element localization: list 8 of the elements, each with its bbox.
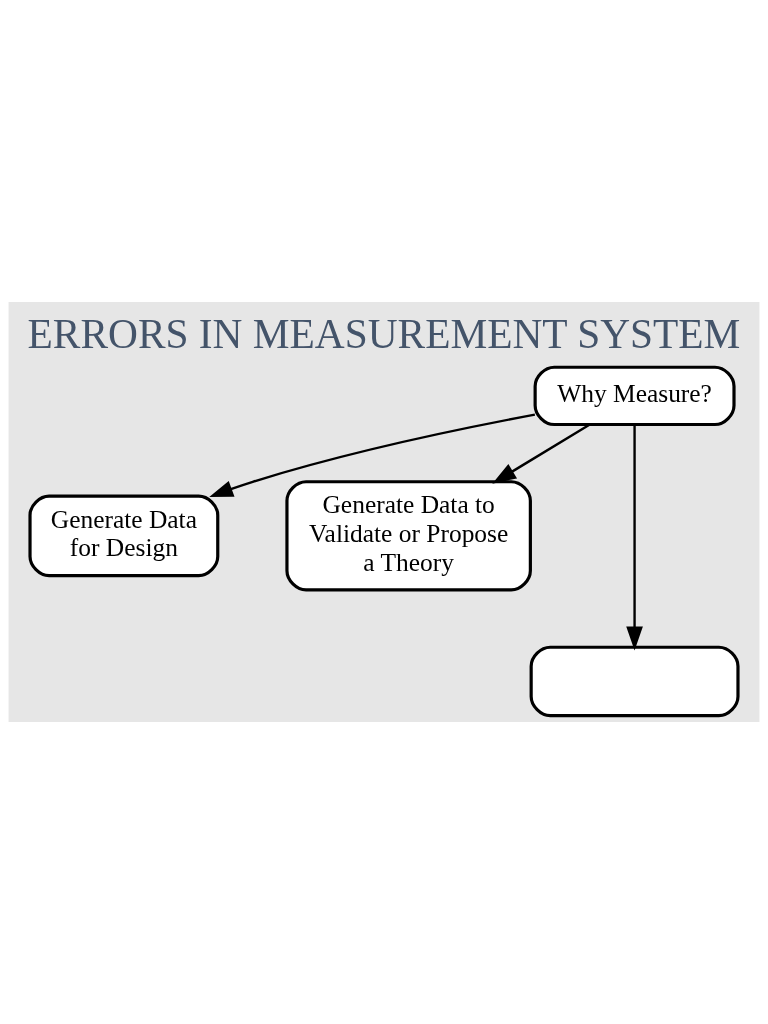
arrow: [626, 424, 643, 651]
node-box: Generate Data to Validate or Propose a Theory: [285, 480, 532, 592]
node-box: [529, 645, 740, 718]
arrow: [492, 423, 590, 484]
diagram-title: ERRORS IN MEASUREMENT SYSTEM: [27, 310, 741, 357]
arrow: [209, 413, 536, 498]
node-box: Generate Data for Design: [28, 494, 220, 578]
node-box: Why Measure?: [533, 365, 736, 427]
